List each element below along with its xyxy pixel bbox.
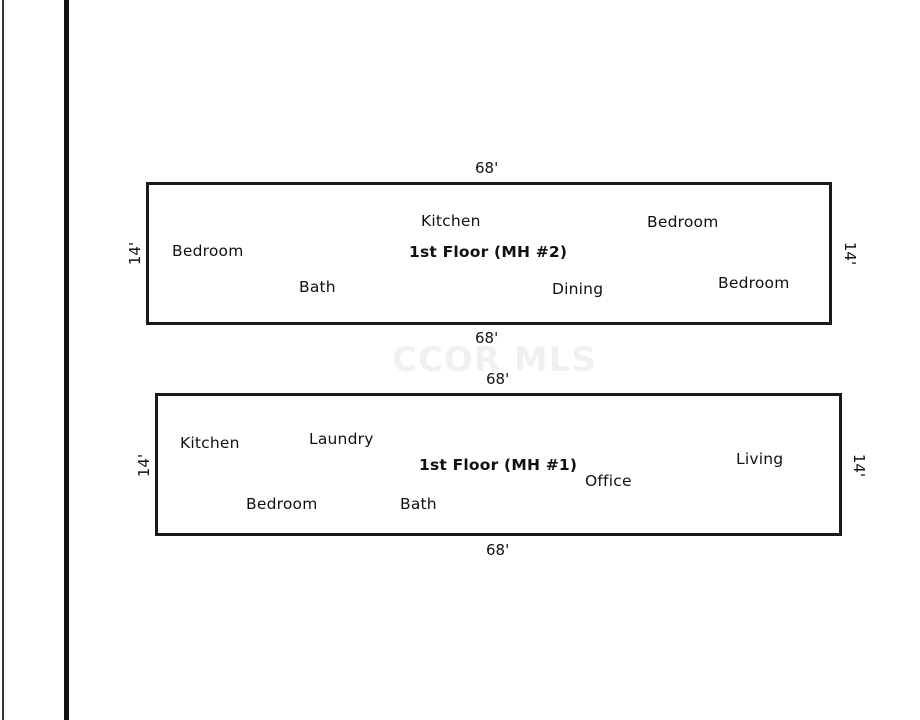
mh1-dim-top: 68' (486, 370, 510, 388)
mh1-dim-right: 14' (850, 453, 869, 478)
property-boundary-line (64, 0, 69, 720)
mh1-room-kitchen: Kitchen (180, 434, 240, 452)
mh1-dim-left: 14' (135, 453, 154, 478)
mh1-room-bath: Bath (400, 495, 437, 513)
mh1-room-bedroom: Bedroom (246, 495, 318, 513)
floor-plan-mh1 (155, 393, 842, 536)
mh2-floor-title: 1st Floor (MH #2) (409, 243, 568, 261)
mh2-room-bedroom-top-right: Bedroom (647, 213, 719, 231)
mh1-room-office: Office (585, 472, 632, 490)
floor-plan-mh2 (146, 182, 832, 325)
mh2-dim-bottom: 68' (475, 329, 499, 347)
mh1-floor-title: 1st Floor (MH #1) (419, 456, 578, 474)
watermark: CCOR MLS (392, 340, 597, 380)
mh1-room-laundry: Laundry (309, 430, 374, 448)
mh2-room-bedroom-left: Bedroom (172, 242, 244, 260)
mh2-dim-right: 14' (841, 241, 860, 266)
left-border-line (2, 0, 4, 720)
mh2-room-dining: Dining (552, 280, 604, 298)
mh2-dim-left: 14' (126, 241, 145, 266)
mh2-room-bedroom-bottom-right: Bedroom (718, 274, 790, 292)
mh2-room-bath: Bath (299, 278, 336, 296)
mh2-room-kitchen: Kitchen (421, 212, 481, 230)
mh1-room-living: Living (736, 450, 784, 468)
mh1-dim-bottom: 68' (486, 541, 510, 559)
mh2-dim-top: 68' (475, 159, 499, 177)
